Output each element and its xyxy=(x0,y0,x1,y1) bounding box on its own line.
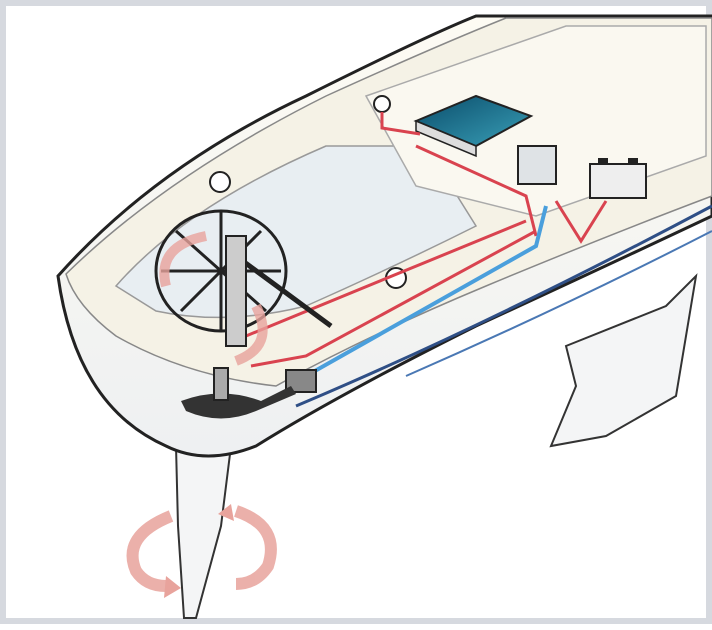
hull-stripe xyxy=(295,204,712,408)
battery-terminal xyxy=(598,158,608,164)
battery-terminal xyxy=(628,158,638,164)
instrument xyxy=(373,95,391,113)
arrow-head xyxy=(218,504,234,521)
arrow-head xyxy=(164,576,181,598)
signal-wiring xyxy=(305,205,548,378)
battery xyxy=(589,163,647,199)
rudder-stock xyxy=(213,367,229,401)
hull-stripe xyxy=(405,230,712,377)
control-unit xyxy=(517,145,557,185)
sailboat-illustration xyxy=(56,14,712,619)
rotation-arrows-wheel xyxy=(159,231,268,366)
rotation-arrows-rudder xyxy=(126,505,277,592)
tiller-quadrant xyxy=(181,386,296,419)
power-wiring xyxy=(245,112,608,368)
solar-panel-edge xyxy=(415,119,477,158)
autopilot-pedestal xyxy=(225,235,247,347)
rudder xyxy=(174,445,233,619)
winch xyxy=(209,171,231,193)
drive-unit xyxy=(285,369,317,393)
keel xyxy=(549,273,698,448)
